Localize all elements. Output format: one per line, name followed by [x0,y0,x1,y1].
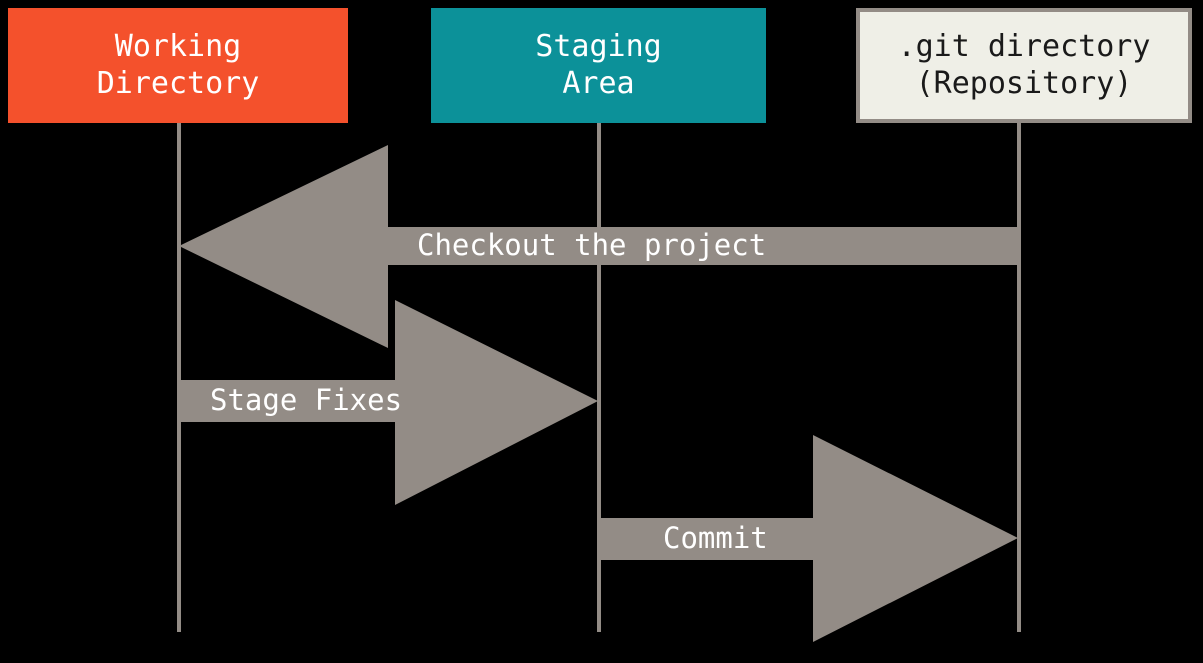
node-staging-area-label-line2: Area [562,65,635,101]
arrow-stage-fixes [179,300,598,505]
edge-label-commit: Commit [663,521,768,555]
node-working-directory-label-line2: Directory [96,65,260,101]
lifeline-repository [1017,123,1021,632]
node-working-directory-label-line1: Working [114,28,242,64]
node-repository-label-line1: .git directory [897,28,1151,64]
node-staging-area-label-line1: Staging [535,28,662,64]
node-staging-area[interactable]: Staging Area [431,8,766,123]
node-repository-label-line2: (Repository) [915,65,1133,101]
node-git-directory-repository[interactable]: .git directory (Repository) [856,8,1192,123]
edge-label-checkout-the-project: Checkout the project [417,228,767,262]
arrow-commit [599,435,1018,642]
lifeline-staging-area [597,123,601,632]
arrow-checkout-the-project [179,145,1017,348]
lifeline-working-directory [177,123,181,632]
node-working-directory[interactable]: Working Directory [8,8,348,123]
edge-label-stage-fixes: Stage Fixes [210,383,403,417]
